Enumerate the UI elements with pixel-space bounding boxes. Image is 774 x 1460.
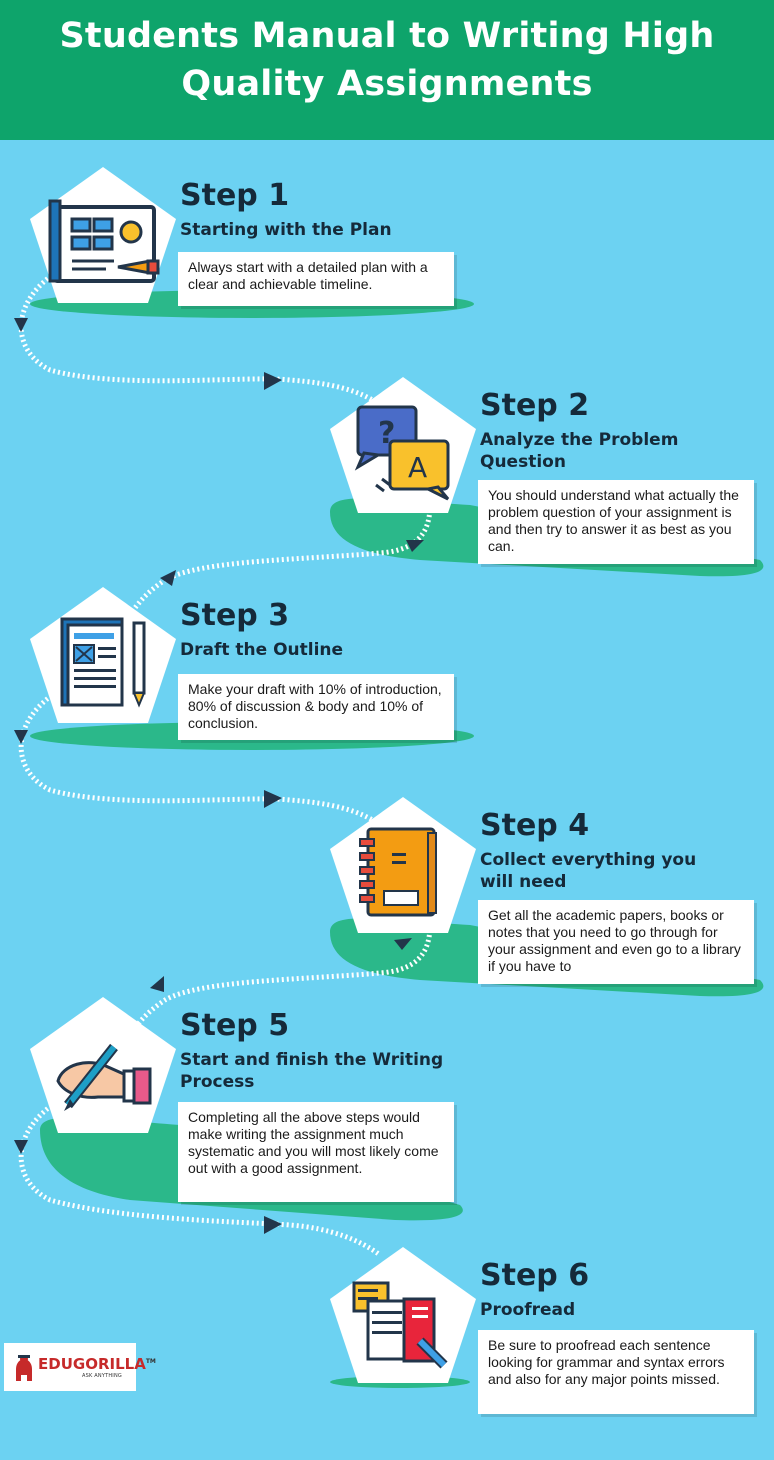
proofread-book-icon	[352, 1281, 448, 1369]
step-3-badge	[28, 585, 178, 725]
step-5-description: Completing all the above steps would mak…	[178, 1102, 454, 1202]
edugorilla-logo: EDUGORILLATM ASK ANYTHING	[4, 1343, 156, 1391]
step-3-label: Step 3	[180, 598, 290, 633]
step-6-description: Be sure to proofread each sentence looki…	[478, 1330, 754, 1414]
writing-hand-icon	[56, 1043, 152, 1111]
question-answer-icon: ? A	[354, 405, 450, 501]
header-zigzag-edge	[0, 118, 774, 138]
step-2-description: You should understand what actually the …	[478, 480, 754, 564]
step-5-badge	[28, 995, 178, 1135]
route-arrows	[14, 318, 424, 1234]
step-1-title: Starting with the Plan	[180, 220, 392, 240]
blueprint-icon	[48, 199, 160, 283]
step-1-label: Step 1	[180, 178, 290, 213]
step-1-description: Always start with a detailed plan with a…	[178, 252, 454, 306]
title-line-1: Students Manual to Writing High	[59, 16, 715, 56]
step-4-badge	[328, 795, 478, 935]
logo-brand: EDUGORILLATM	[38, 1355, 156, 1373]
step-4-label: Step 4	[480, 808, 590, 843]
logo-tagline: ASK ANYTHING	[82, 1373, 122, 1379]
step-1-badge	[28, 165, 178, 305]
dotted-route	[18, 267, 433, 1258]
step-5-title: Start and finish the Writing Process	[180, 1050, 444, 1092]
gorilla-logo-icon	[16, 1355, 32, 1381]
step-3-description: Make your draft with 10% of introduction…	[178, 674, 454, 740]
step-6-label: Step 6	[480, 1258, 590, 1293]
svg-text:A: A	[408, 451, 427, 484]
step-4-description: Get all the academic papers, books or no…	[478, 900, 754, 984]
step-2-title: Analyze the Problem Question	[480, 430, 679, 472]
step-6-badge	[328, 1245, 478, 1385]
step-3-title: Draft the Outline	[180, 640, 344, 660]
step-2-badge: ? A	[328, 375, 478, 515]
step-2-label: Step 2	[480, 388, 590, 423]
step-4-title: Collect everything you will need	[480, 850, 697, 892]
header-banner: Students Manual to Writing High Quality …	[0, 0, 774, 140]
step-6-title: Proofread	[480, 1300, 576, 1320]
notebook-icon	[359, 827, 437, 917]
step-5-label: Step 5	[180, 1008, 290, 1043]
page-title: Students Manual to Writing High Quality …	[0, 12, 774, 108]
title-line-2: Quality Assignments	[181, 64, 593, 104]
draft-document-icon	[60, 617, 146, 708]
